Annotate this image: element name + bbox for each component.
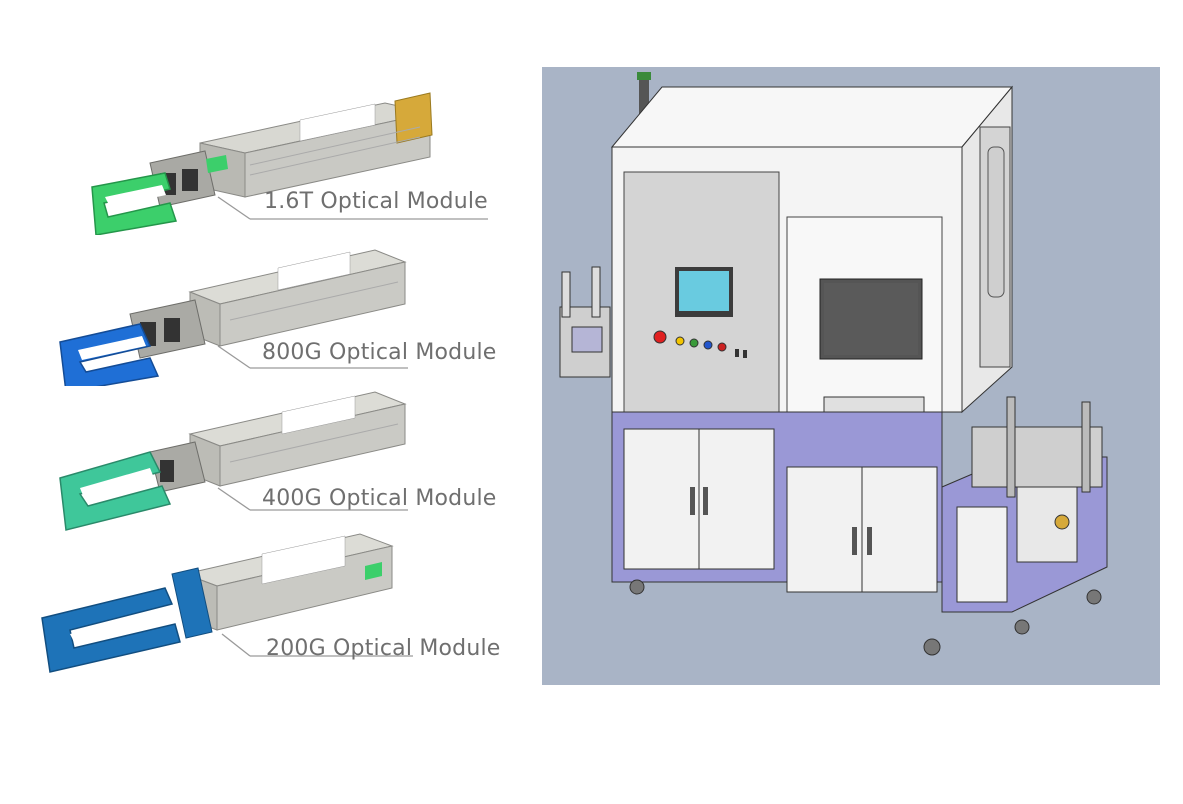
module-200g: 200G Optical Module [0, 526, 530, 676]
module-800g: 800G Optical Module [0, 236, 530, 386]
module-800g-label: 800G Optical Module [262, 340, 497, 365]
module-200g-image [41, 533, 413, 673]
module-800g-image [59, 249, 408, 386]
module-200g-label: 200G Optical Module [266, 636, 501, 661]
optical-module-test-machine [542, 67, 1160, 685]
module-400g-label: 400G Optical Module [262, 486, 497, 511]
module-1-6t: 1.6T Optical Module [0, 85, 530, 235]
module-1-6t-label: 1.6T Optical Module [264, 189, 488, 214]
optical-module-list: 1.6T Optical Module 800G Optical Module [0, 0, 530, 804]
module-400g-image [59, 391, 408, 531]
module-400g: 400G Optical Module [0, 382, 530, 532]
machine-illustration [542, 67, 1160, 685]
module-1-6t-image [91, 92, 488, 235]
